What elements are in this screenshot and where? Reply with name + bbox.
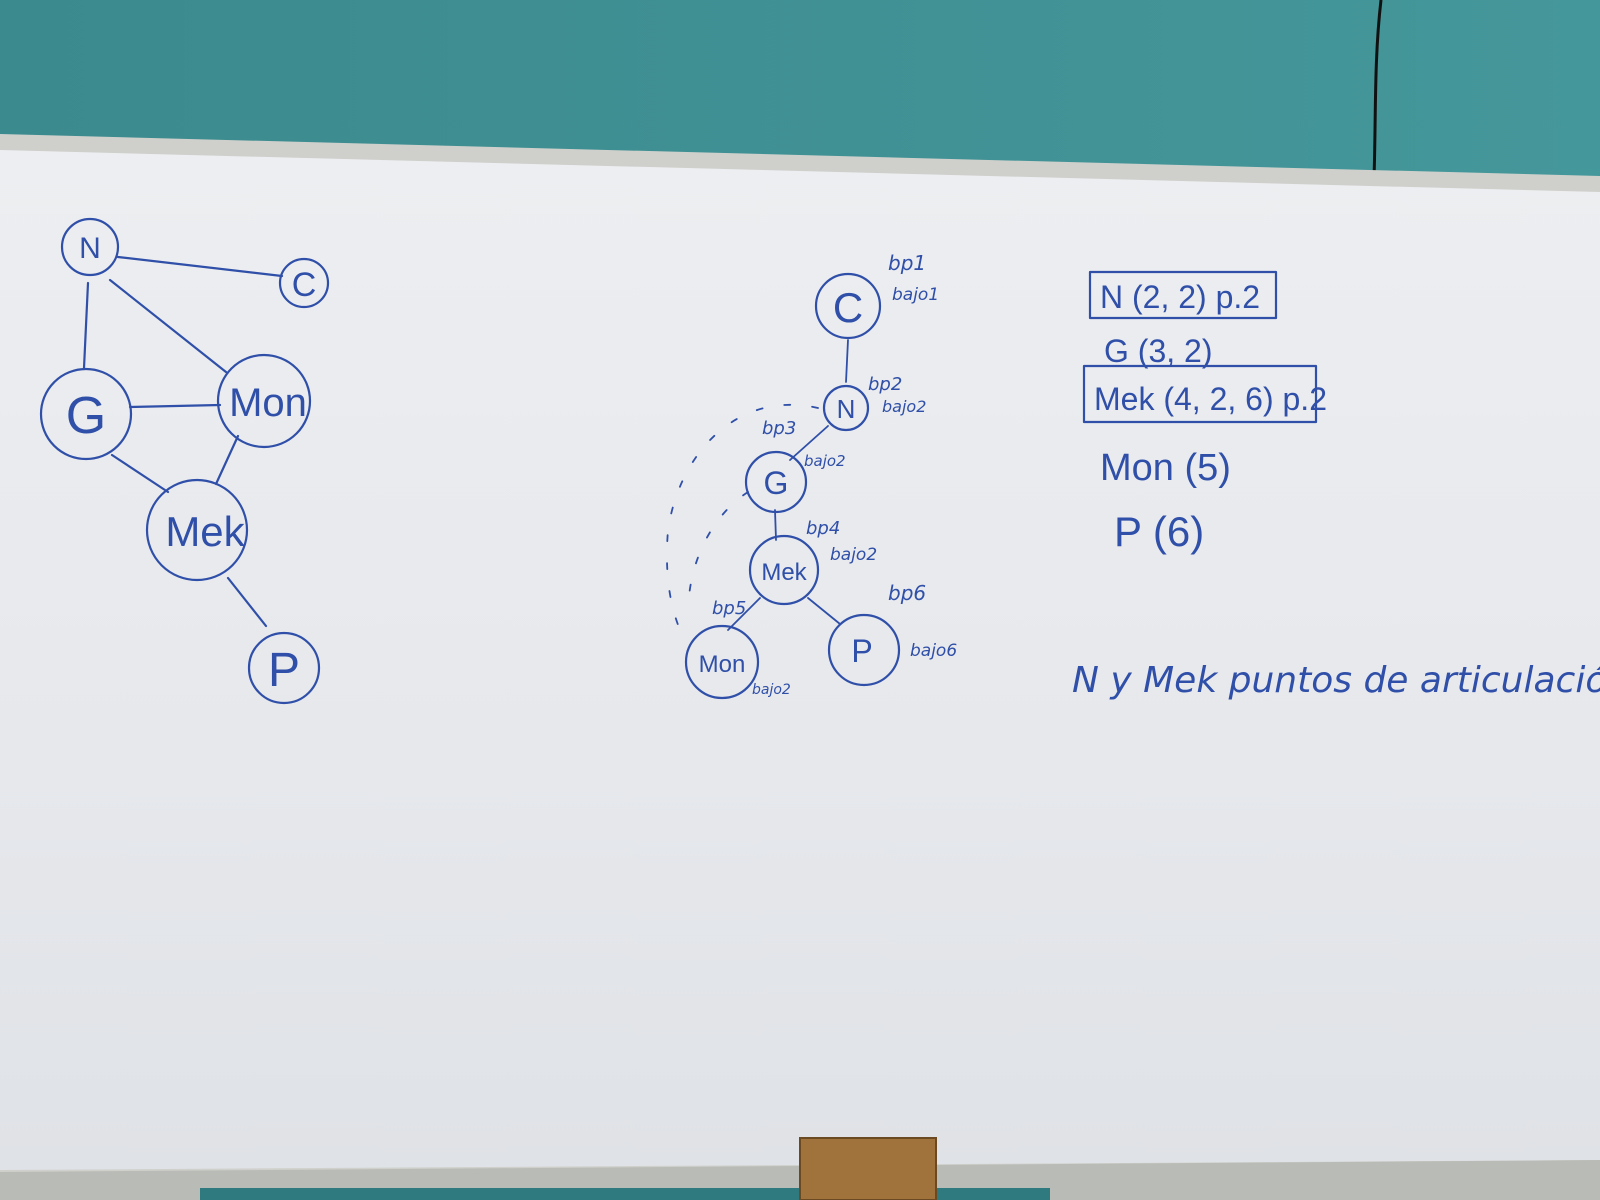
label-bajo2-n: bajo2 [882,397,926,416]
label-bajo2-g: bajo2 [804,452,846,470]
edge-n-mon [108,278,228,374]
label-bajo1: bajo1 [892,285,939,305]
note-mek: Mek (4, 2, 6) p.2 [1094,381,1327,417]
label-bp5: bp5 [712,598,746,619]
label-bajo2-mek: bajo2 [830,545,877,565]
tree-edge-c-n [845,339,849,383]
edge-g-mon [128,403,222,409]
back-edge-g-mon [687,491,749,611]
tree-node-c [814,272,882,340]
whiteboard [0,150,1600,1170]
back-edge-n-mon [666,403,819,631]
note-p: P (6) [1114,508,1204,555]
node-n-label: N [79,232,101,265]
node-c-label: C [292,266,317,304]
note-conclusion: N y Mek puntos de articulación [1072,660,1600,701]
tree-node-c-label: C [833,284,863,331]
node-p-label: P [268,644,300,697]
node-mek [145,478,249,582]
label-bp1: bp1 [888,251,926,275]
tree-node-g [744,450,808,514]
label-bp6: bp6 [888,581,926,605]
node-g [39,367,133,461]
edge-n-g [82,281,90,370]
note-g: G (3, 2) [1104,333,1212,369]
tree-edge-g-mek [774,509,777,541]
cable [1372,0,1383,179]
node-n [60,217,120,277]
note-n: N (2, 2) p.2 [1100,279,1260,315]
graph-original: N C G Mon Mek P [39,217,330,705]
tree-edge-mek-mon [727,597,761,631]
label-bp3: bp3 [762,418,796,439]
edge-g-mek [110,453,170,494]
tree-edge-mek-p [807,597,841,625]
tree-node-g-label: G [764,465,789,501]
note-mon: Mon (5) [1100,447,1231,489]
node-g-label: G [66,387,106,445]
edge-n-c [116,255,284,278]
box-mek [1082,364,1318,424]
label-bp2: bp2 [868,374,902,395]
node-c [278,257,330,309]
tree-node-mek-label: Mek [761,559,807,586]
tree-node-mon [684,624,760,700]
label-bajo6: bajo6 [910,641,957,661]
notes-list: N (2, 2) p.2 G (3, 2) Mek (4, 2, 6) p.2 … [1072,270,1600,701]
node-mon [216,353,312,449]
node-mek-label: Mek [165,508,245,555]
tree-node-p-label: P [851,633,872,669]
node-p [247,631,321,705]
tree-node-mon-label: Mon [699,651,746,678]
label-bajo2-mon: bajo2 [752,682,791,698]
edge-mon-mek [214,434,240,486]
graph-dfs-tree: C N G Mek Mon P bp1 bajo1 bp2 bajo2 bp3 … [666,251,957,700]
tree-edge-n-g [789,425,829,461]
tree-node-n-label: N [837,394,856,424]
node-mon-label: Mon [229,381,307,425]
tree-node-p [827,613,901,687]
box-n [1088,270,1278,320]
label-bp4: bp4 [806,518,840,539]
tree-node-n [822,384,870,432]
eraser [799,1137,937,1200]
edge-mek-p [226,576,268,628]
tree-node-mek [748,534,820,606]
